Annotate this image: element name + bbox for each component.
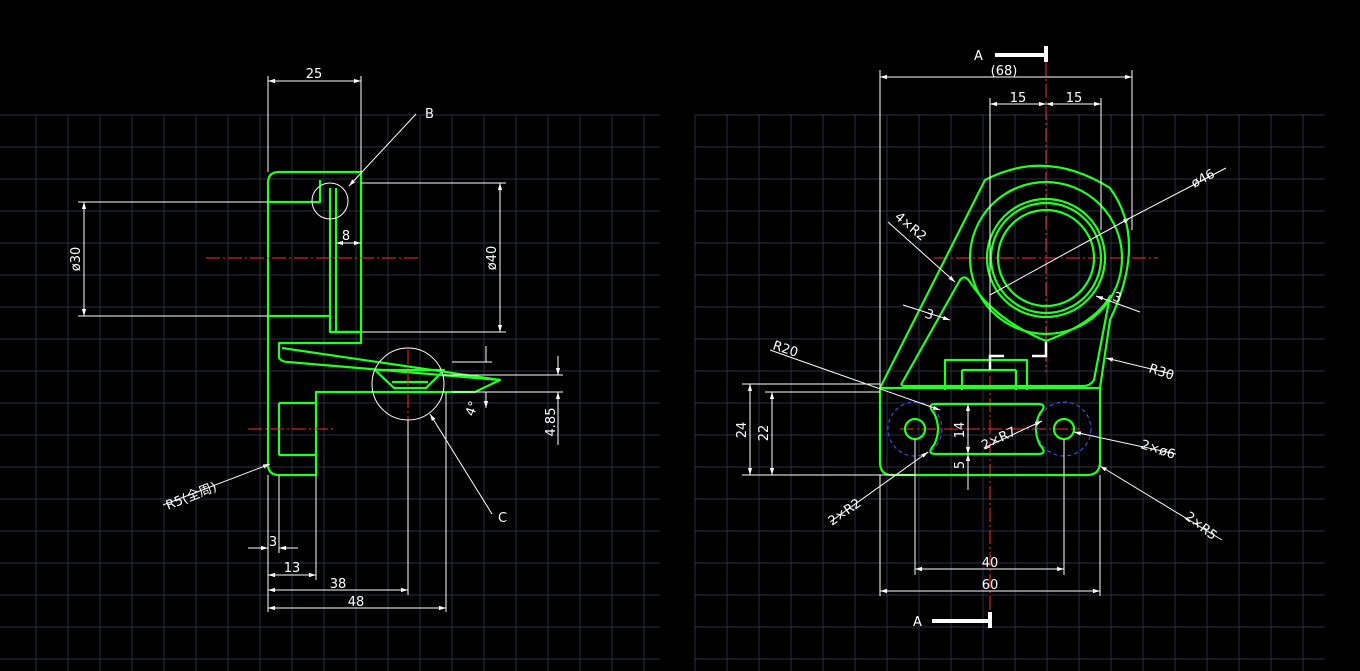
dim-2xr5: 2×R5	[1099, 465, 1223, 544]
dim-38-text: 38	[330, 577, 347, 592]
section-label-bottom: A	[913, 615, 922, 630]
dim-15-15: 15 15	[989, 91, 1102, 356]
dim-15-right-text: 15	[1066, 91, 1083, 106]
dim-2xr5-text: 2×R5	[1182, 509, 1220, 543]
dim-8-text: 8	[342, 229, 350, 244]
section-mark-bottom: A	[913, 612, 992, 630]
callout-b-label: B	[425, 107, 434, 122]
dim-4xr2: 4×R2	[887, 210, 956, 283]
dim-5-text: 5	[953, 461, 968, 469]
dim-2xr7: 2×R7	[979, 420, 1043, 454]
dim-15-left-text: 15	[1010, 91, 1027, 106]
dim-phi40: ø40	[361, 182, 506, 333]
dim-4xr2-text: 4×R2	[891, 210, 929, 245]
dim-wall-right-text: 3	[1111, 290, 1124, 307]
dim-angle-4-text: 4°	[463, 399, 482, 418]
dim-phi46-text: ø46	[1189, 167, 1218, 192]
dim-8: 8	[336, 229, 361, 246]
fillet-note-text: R5(全周)	[164, 479, 220, 514]
dim-phi30: ø30	[69, 201, 268, 317]
dim-angle-4: 4°	[452, 346, 492, 418]
dim-r20-text: R20	[771, 339, 800, 361]
right-view: A A	[735, 46, 1227, 630]
dim-heights: 24 22	[735, 383, 915, 476]
dim-4-85-text: 4.85	[544, 408, 559, 437]
bottom-dims: 3 13 38 48	[248, 392, 447, 612]
dim-4-85: 4.85	[444, 356, 563, 445]
dim-2xr2-text: 2×R2	[826, 496, 864, 529]
dim-r30-text: R30	[1147, 362, 1176, 384]
dim-68: (68)	[879, 64, 1133, 388]
callout-c-label: C	[498, 511, 507, 526]
dim-25-text: 25	[306, 67, 323, 82]
dim-68-text: (68)	[991, 64, 1018, 79]
centerline-marker	[988, 342, 1048, 370]
fillet-note: R5(全周)	[162, 463, 271, 514]
dim-40-text: 40	[982, 556, 999, 571]
dim-2xr2: 2×R2	[826, 451, 929, 529]
dim-phi30-text: ø30	[69, 247, 84, 272]
dim-3-text: 3	[269, 535, 277, 550]
left-view-outline	[266, 170, 502, 477]
dim-slot-heights: 14 5	[953, 404, 971, 490]
right-view-centerlines	[900, 62, 1158, 612]
dim-60-text: 60	[982, 578, 999, 593]
section-label-top: A	[974, 49, 983, 64]
dim-24-text: 24	[735, 422, 750, 439]
dim-13-text: 13	[284, 561, 301, 576]
section-mark-top: A	[974, 46, 1048, 64]
drawing-grid	[0, 114, 1325, 671]
dim-phi40-text: ø40	[485, 246, 500, 271]
callout-b: B	[348, 107, 434, 187]
callout-c: C	[429, 413, 507, 526]
left-view-centerlines	[206, 257, 420, 430]
dim-48-text: 48	[348, 595, 365, 610]
dim-widths: 40 60	[879, 439, 1101, 596]
dim-wall-left: 3	[902, 304, 951, 324]
dim-2xphi6-text: 2×ø6	[1139, 438, 1177, 463]
detail-b-circle	[311, 182, 349, 220]
dim-22-text: 22	[757, 425, 772, 442]
dim-25: 25	[267, 67, 362, 172]
dim-14-text: 14	[953, 422, 968, 439]
